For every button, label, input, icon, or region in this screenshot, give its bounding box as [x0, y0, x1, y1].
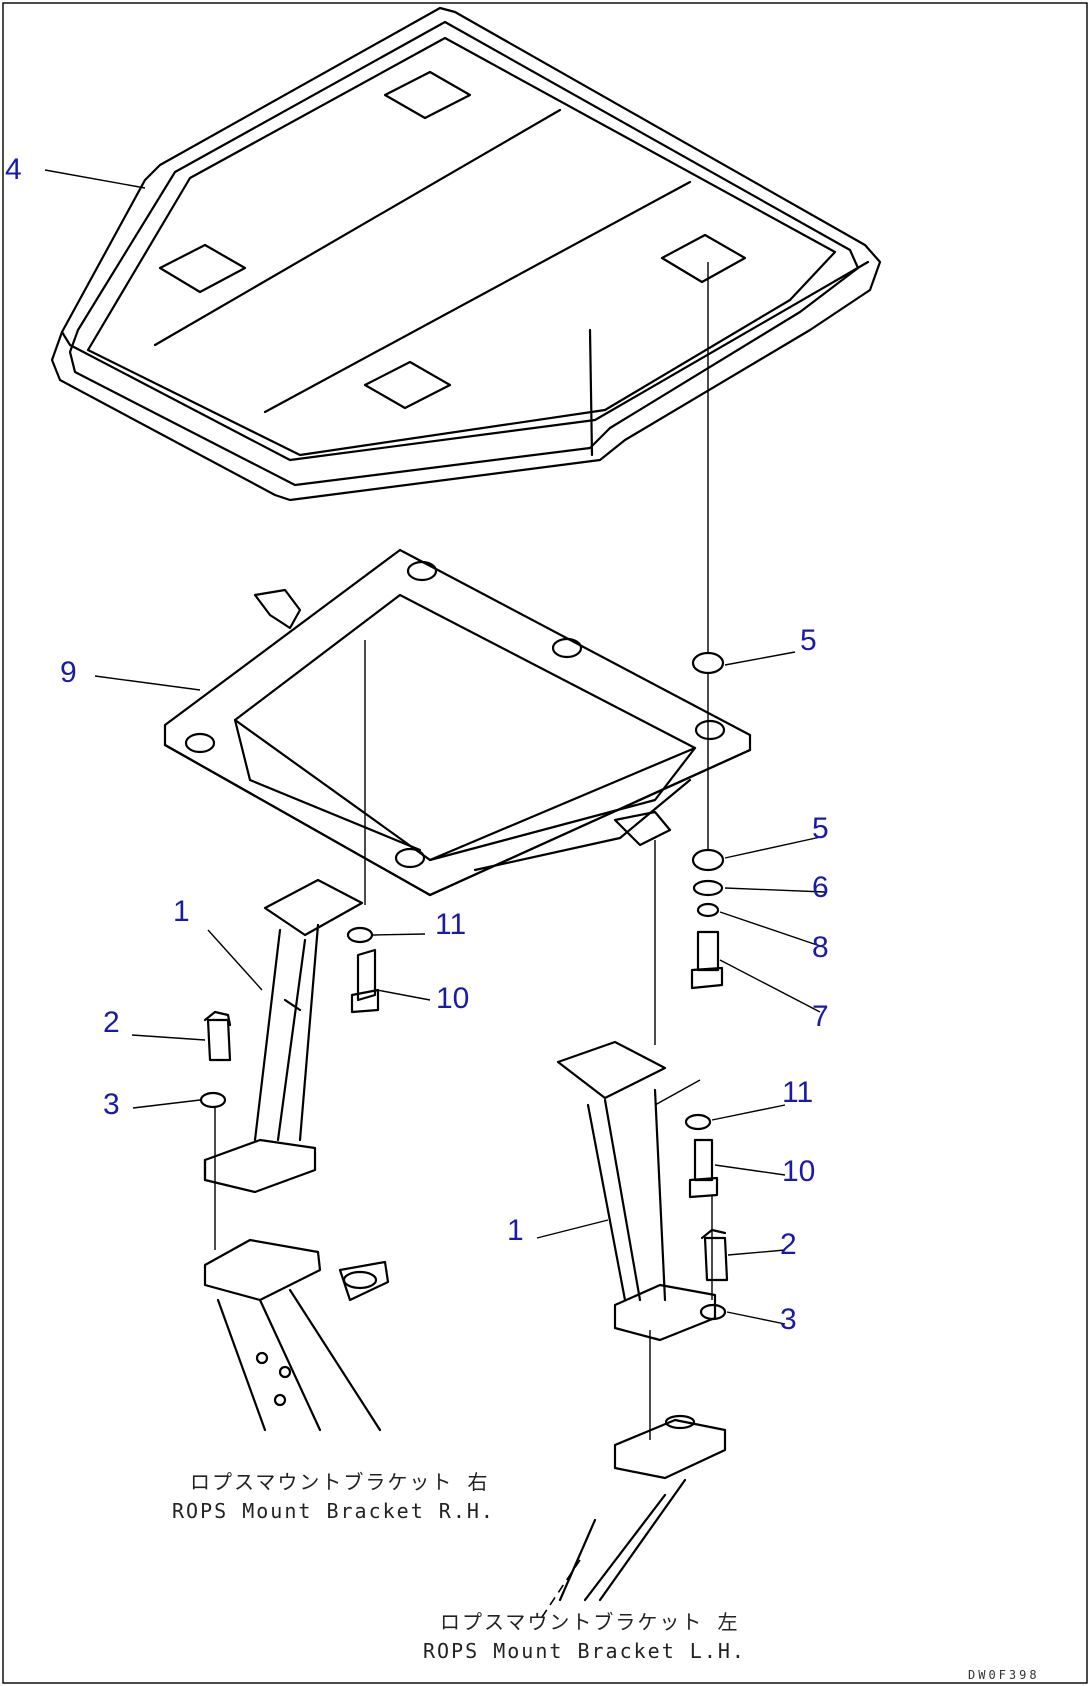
callout-3-left: 3: [103, 1088, 120, 1121]
rops-post-lh: [556, 1040, 717, 1342]
hardware-right-lower: [684, 1113, 729, 1321]
callout-7: 7: [812, 1000, 829, 1033]
mount-bracket-lh: [558, 1414, 727, 1602]
caption-lh-japanese: ロプスマウントブラケット 左: [440, 1610, 740, 1634]
caption-rh-english: ROPS Mount Bracket R.H.: [172, 1499, 495, 1523]
mount-frame: [163, 548, 752, 897]
callout-3-right: 3: [780, 1303, 797, 1336]
callout-4: 4: [5, 153, 22, 186]
callout-5-bottom: 5: [812, 812, 829, 845]
callout-2-right: 2: [780, 1228, 797, 1261]
callout-11-left: 11: [435, 908, 467, 941]
callout-1-rh: 1: [173, 895, 190, 928]
mount-bracket-rh: [203, 1238, 390, 1432]
rops-post-rh: [203, 878, 364, 1194]
callout-1-lh: 1: [507, 1214, 524, 1247]
hardware-right-top: [690, 651, 725, 990]
callout-5-top: 5: [800, 624, 817, 657]
callout-8: 8: [812, 931, 829, 964]
caption-lh-english: ROPS Mount Bracket L.H.: [423, 1639, 746, 1663]
callout-10-right: 10: [782, 1155, 816, 1188]
callout-6: 6: [812, 871, 829, 904]
caption-rh-japanese: ロプスマウントブラケット 右: [190, 1470, 490, 1494]
callout-11-right: 11: [782, 1076, 814, 1109]
leader-lines: [44, 169, 826, 1325]
callout-10-left: 10: [436, 982, 470, 1015]
hardware-left: [199, 926, 380, 1109]
callout-2-left: 2: [103, 1006, 120, 1039]
callout-9: 9: [60, 656, 77, 689]
drawing-number: DW0F398: [968, 1668, 1040, 1682]
canopy-roof: [50, 6, 882, 502]
assembly-lines: [214, 262, 713, 1621]
